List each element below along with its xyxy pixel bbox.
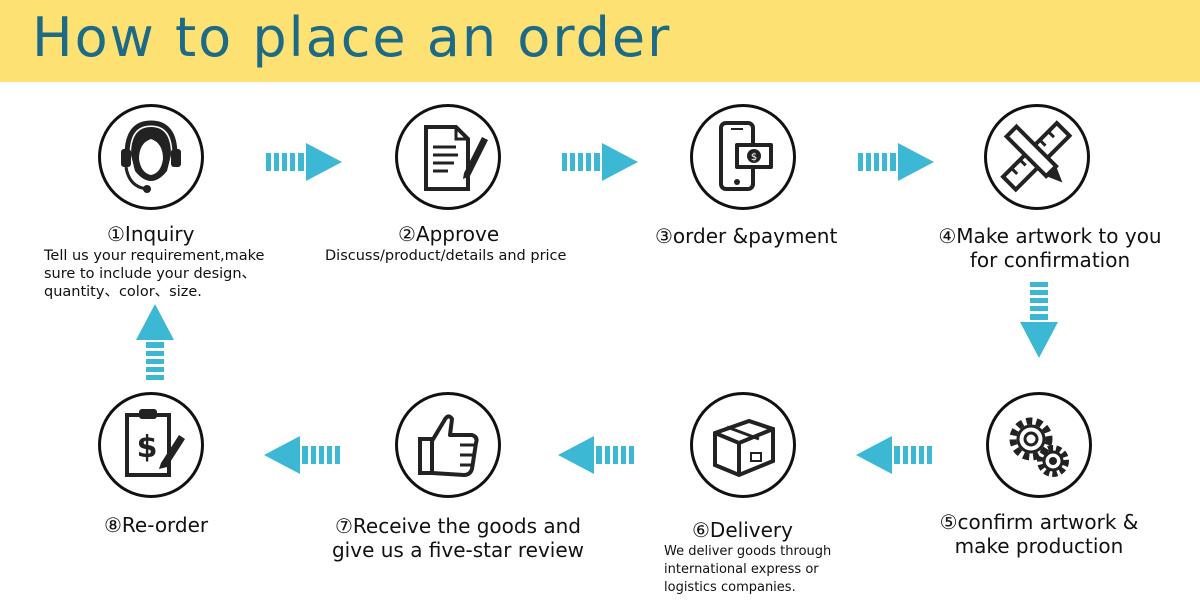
step-5-label-line: make production	[954, 534, 1124, 558]
step-4-label-line: for confirmation	[969, 248, 1131, 272]
thumbs-up-icon	[418, 414, 479, 477]
step-4-label: ④Make artwork to you for confirmation	[930, 224, 1170, 272]
step-2-icon-circle	[395, 104, 501, 210]
arrow-down	[1020, 282, 1058, 358]
arrow-up	[136, 304, 174, 380]
step-7-label-line: ⑦Receive the goods and	[334, 514, 582, 538]
step-5-icon-circle	[986, 392, 1092, 498]
step-8-label: ⑧Re-order	[104, 513, 209, 537]
step-1-label: ①Inquiry	[107, 222, 195, 246]
step-3-icon-circle: $	[690, 104, 796, 210]
step-6-desc-line: international express or	[664, 562, 819, 577]
step-7-icon-circle	[395, 392, 501, 498]
step-5-label-line: ⑤confirm artwork &	[939, 510, 1139, 534]
step-6-label: ⑥Delivery	[692, 518, 793, 542]
headset-agent-icon	[121, 120, 181, 193]
page-title: How to place an order	[32, 6, 672, 69]
clipboard-dollar-icon: $	[125, 409, 185, 477]
gears-icon	[1009, 417, 1069, 477]
arrow-right-3	[858, 143, 934, 181]
step-3-label: ③order &payment	[655, 224, 838, 248]
svg-text:$: $	[751, 152, 757, 163]
step-5-label: ⑤confirm artwork & make production	[926, 510, 1152, 558]
step-6-desc-line: We deliver goods through	[664, 544, 832, 559]
step-2-label: ②Approve	[398, 222, 500, 246]
step-1-description: Tell us your requirement,make sure to in…	[44, 247, 294, 301]
arrow-right-2	[562, 143, 638, 181]
phone-payment-icon: $	[719, 121, 773, 191]
step-1-desc-line: Tell us your requirement,make	[44, 248, 265, 264]
arrow-right-1	[266, 143, 342, 181]
step-8-icon-circle: $	[98, 392, 204, 498]
step-1-icon-circle	[98, 104, 204, 210]
svg-text:$: $	[137, 430, 158, 465]
box-icon	[713, 418, 775, 478]
step-2-description: Discuss/product/details and price	[325, 247, 595, 265]
step-6-icon-circle	[690, 392, 796, 498]
step-1-desc-line: quantity、color、size.	[44, 284, 202, 300]
step-7-label: ⑦Receive the goods and give us a five-st…	[330, 514, 586, 562]
arrow-left-3	[264, 436, 340, 474]
step-6-description: We deliver goods through international e…	[664, 543, 864, 597]
arrow-left-2	[558, 436, 634, 474]
document-pen-icon	[424, 125, 488, 191]
step-2-desc-line: Discuss/product/details and price	[325, 248, 567, 264]
step-4-icon-circle	[984, 104, 1090, 210]
arrow-left-1	[856, 436, 932, 474]
step-6-desc-line: logistics companies.	[664, 580, 796, 595]
ruler-pencil-icon	[1000, 120, 1073, 193]
header-banner: How to place an order	[0, 0, 1200, 82]
step-7-label-line: give us a five-star review	[331, 538, 584, 562]
step-4-label-line: ④Make artwork to you	[938, 224, 1162, 248]
step-1-desc-line: sure to include your design、	[44, 266, 257, 282]
